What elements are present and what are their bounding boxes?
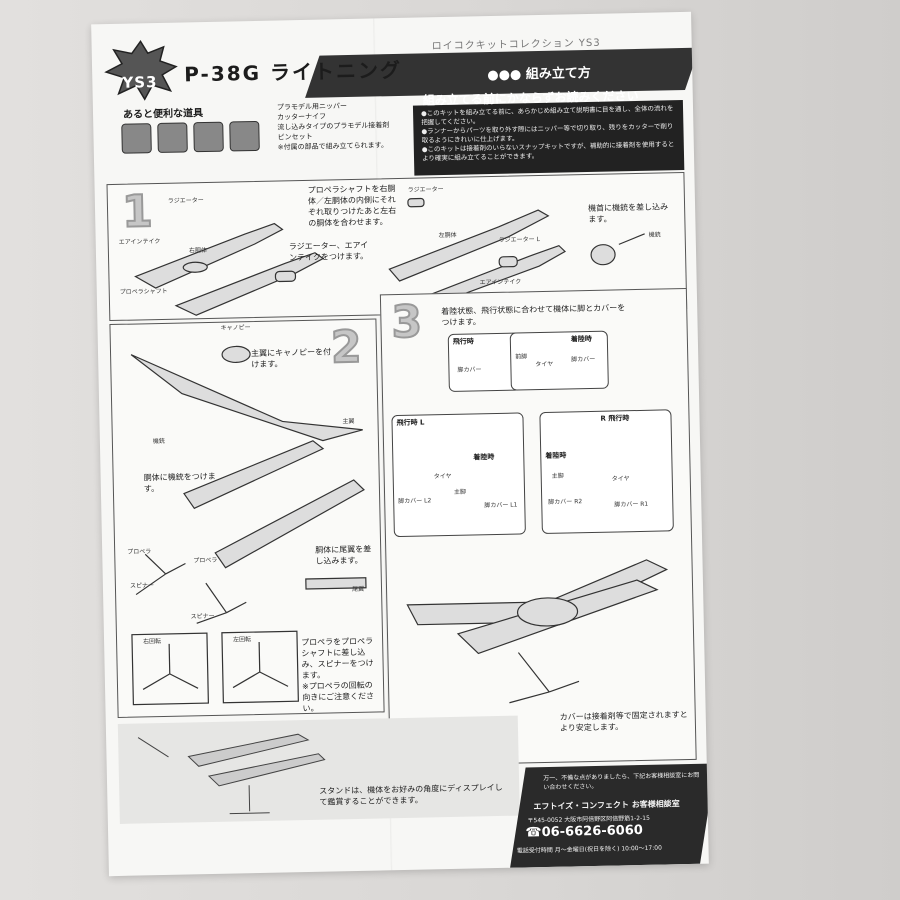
label-cover-r1: 脚カバー R1 — [614, 500, 649, 509]
footer-hours: 電話受付時間 月〜金曜日(祝日を除く) 10:00〜17:00 — [516, 844, 662, 855]
label-cover-l2: 脚カバー L2 — [398, 497, 432, 506]
box-left-sub-tag: 着陸時 — [473, 453, 495, 462]
label-radiator: ラジエーター — [167, 197, 204, 205]
stand-panel: スタンドは、機体をお好みの角度にディスプレイして鑑賞することができます。 — [117, 715, 520, 824]
gun-nose-diagram — [590, 233, 645, 266]
step-2-caption-b: 胴体に機銃をつけます。 — [143, 471, 216, 494]
label-air-intake: エアインテイク — [118, 237, 161, 246]
nipper-icon — [121, 123, 152, 154]
label-right-fuselage: 右胴体 — [188, 247, 207, 255]
label-left-rotation: 左回転 — [232, 636, 252, 644]
step-2-caption-e: ※プロペラの回転の向きにご注意ください。 — [301, 680, 375, 714]
label-gun-2: 機銃 — [152, 437, 165, 446]
label-radiator-2: ラジエーター — [407, 186, 444, 194]
box-landing-top: 着陸時 前脚 タイヤ 脚カバー — [509, 330, 609, 391]
badge-label: YS3 — [122, 73, 158, 92]
stand-diagram — [137, 733, 326, 815]
fuselage-halves-diagram — [134, 222, 325, 316]
label-propeller-2: プロペラ — [193, 556, 218, 565]
label-main-wing: 主翼 — [342, 417, 355, 426]
box-flight-top-tag: 飛行時 — [452, 337, 474, 346]
label-tire: タイヤ — [535, 360, 554, 369]
step-3-panel: 3 着陸状態、飛行状態に合わせて機体に脚とカバーをつけます。 飛行時 脚カバー … — [379, 287, 697, 767]
step-2-caption-c: 胴体に尾翼を差し込みます。 — [315, 544, 372, 566]
step-1-caption-b: ラジエーター、エアインテイクをつけます。 — [288, 240, 369, 263]
tools-list: プラモデル用ニッパー カッターナイフ 流し込みタイプのプラモデル接着剤 ピンセッ… — [277, 100, 390, 152]
assembled-fuselage-diagram — [388, 197, 567, 308]
tools-note: ※付属の部品で組み立てられます。 — [277, 141, 388, 152]
label-main-leg: 主脚 — [453, 488, 467, 496]
step-2-caption-a: 主翼にキャノピーを付けます。 — [250, 347, 332, 370]
step-1-panel: 1 ラジエーター エアインテイク 右胴体 プロペラシャフト プロペラシャフトを右… — [106, 171, 688, 322]
tools-title: あると便利な道具 — [122, 108, 204, 121]
step-1-caption-c: 機首に機銃を差し込みます。 — [588, 202, 669, 225]
completed-aircraft-diagram — [406, 559, 669, 704]
wing-assembly-diagram — [130, 345, 367, 706]
label-propeller-shaft: プロペラシャフト — [119, 287, 168, 296]
starburst-logo-icon — [104, 39, 178, 101]
step-3-number: 3 — [390, 296, 424, 350]
label-canopy: キャノピー — [220, 324, 251, 332]
box-right-sub-tag: 着陸時 — [545, 451, 567, 460]
stand-caption: スタンドは、機体をお好みの角度にディスプレイして鑑賞することができます。 — [319, 782, 503, 807]
box-left-tag: 飛行時 L — [396, 418, 425, 428]
knife-icon — [157, 122, 188, 154]
label-tire-2: タイヤ — [433, 472, 452, 481]
footer-notice: 万一、不備な点がありましたら、下記お客様相談室にお問い合わせください。 — [543, 771, 700, 792]
footer-panel: 万一、不備な点がありましたら、下記お客様相談室にお問い合わせください。 エフトイ… — [510, 763, 709, 868]
notes-box: ●このキットを組み立てる前に、あらかじめ組み立て説明書に目を通し、全体の流れを把… — [412, 100, 685, 176]
box-right-tag: R 飛行時 — [600, 414, 630, 423]
label-left-fuselage: 左胴体 — [438, 231, 457, 240]
label-spinner-2: スピナー — [190, 612, 215, 621]
label-spinner: スピナー — [129, 582, 155, 590]
step-2-panel: 2 — [109, 318, 385, 718]
label-radiator-l: ラジエーター L — [498, 236, 540, 244]
label-air-intake-2: エアインテイク — [479, 278, 522, 287]
box-left: 飛行時 L 着陸時 タイヤ 主脚 脚カバー L2 脚カバー L1 — [391, 412, 526, 538]
label-cover-r2: 脚カバー R2 — [548, 498, 583, 506]
label-gun: 機銃 — [648, 231, 661, 239]
instruction-sheet: YS3 P-38G ライトニング ロイコクキットコレクション YS3 ●●● 組… — [91, 11, 709, 877]
label-leg-cover: 脚カバー — [457, 366, 482, 374]
step-3-caption-a: 着陸状態、飛行状態に合わせて機体に脚とカバーをつけます。 — [441, 303, 626, 328]
box-landing-top-tag: 着陸時 — [570, 334, 592, 344]
box-right: R 飛行時 着陸時 主脚 タイヤ 脚カバー R2 脚カバー R1 — [539, 409, 674, 535]
label-tire-3: タイヤ — [611, 475, 630, 483]
page-title: P-38G ライトニング — [183, 57, 403, 87]
header: YS3 P-38G ライトニング ロイコクキットコレクション YS3 ●●● 組… — [91, 12, 700, 135]
tweezers-icon — [229, 120, 260, 152]
label-main-leg-2: 主脚 — [551, 472, 564, 480]
footer-phone: ☎06-6626-6060 — [525, 823, 644, 841]
step-2-caption-d: プロペラをプロペラシャフトに差し込み、スピナーをつけます。 — [301, 636, 374, 681]
label-propeller: プロペラ — [127, 548, 152, 556]
label-cover-l1: 脚カバー L1 — [484, 501, 518, 510]
label-right-rotation: 右回転 — [143, 638, 162, 646]
assembly-heading: ●●● 組み立て方 — [487, 65, 592, 84]
glue-icon — [193, 121, 224, 153]
label-tail: 尾翼 — [351, 585, 365, 594]
footer-company: エフトイズ・コンフェクト お客様相談室 — [533, 799, 680, 812]
step-3-caption-b: カバーは接着剤等で固定されますとより安定します。 — [559, 710, 688, 733]
label-front-leg: 前脚 — [515, 353, 528, 361]
label-leg-cover-2: 脚カバー — [571, 355, 596, 364]
